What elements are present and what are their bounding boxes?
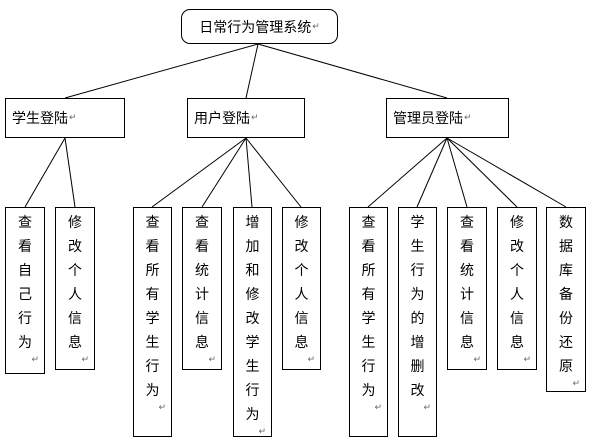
return-mark: ↵ — [473, 355, 481, 365]
connector-line — [245, 137, 253, 208]
leaf-label: 数据库备份还原 — [559, 215, 573, 375]
connector-line — [446, 137, 468, 208]
connector-line — [367, 137, 448, 208]
leaf-user-view-statistics: 查看统计信息 ↵ — [182, 207, 222, 370]
leaf-admin-view-statistics: 查看统计信息 ↵ — [447, 207, 487, 370]
leaf-user-add-edit-behavior: 增加和修改学生行为 ↵ — [233, 207, 272, 437]
return-mark: ↵ — [31, 355, 39, 365]
leaf-label: 修改个人信息 — [294, 215, 309, 351]
connector-line — [446, 137, 518, 208]
connector-line — [201, 137, 247, 208]
root-label: 日常行为管理系统 — [199, 19, 312, 36]
connector-line — [416, 137, 448, 208]
leaf-admin-db-backup-restore: 数据库备份还原 ↵ — [546, 207, 586, 392]
leaf-label: 查看自己行为 — [18, 215, 32, 351]
branch-user-login: 用户登陆↵ — [187, 98, 305, 138]
branch-student-login: 学生登陆↵ — [5, 98, 125, 138]
return-mark: ↵ — [158, 403, 166, 413]
connector-line — [64, 43, 259, 99]
leaf-label: 查看所有学生行为 — [145, 215, 160, 399]
leaf-user-view-all-students: 查看所有学生行为 ↵ — [133, 207, 172, 437]
leaf-user-edit-profile: 修改个人信息 ↵ — [282, 207, 321, 370]
leaf-label: 查看统计信息 — [460, 215, 474, 351]
return-mark: ↵ — [81, 355, 89, 365]
connector-line — [245, 43, 259, 99]
leaf-label: 修改个人信息 — [68, 215, 82, 351]
return-mark: ↵ — [251, 113, 259, 123]
branch-admin-login: 管理员登陆↵ — [386, 98, 509, 138]
leaf-admin-view-all-students: 查看所有学生行为 ↵ — [349, 207, 388, 437]
leaf-label: 增加和修改学生行为 — [245, 215, 260, 423]
leaf-label: 学生行为的增删改 — [410, 215, 425, 399]
return-mark: ↵ — [572, 379, 580, 389]
return-mark: ↵ — [423, 403, 431, 413]
branch-label: 用户登陆 — [194, 111, 250, 127]
connector-line — [151, 137, 247, 208]
leaf-student-edit-profile: 修改个人信息 ↵ — [55, 207, 95, 370]
return-mark: ↵ — [307, 355, 315, 365]
connector-line — [245, 137, 302, 208]
connector-line — [64, 137, 76, 208]
return-mark: ↵ — [208, 355, 216, 365]
return-mark: ↵ — [523, 355, 531, 365]
leaf-student-view-own-behavior: 查看自己行为 ↵ — [5, 207, 45, 374]
connector-line — [257, 43, 448, 99]
leaf-label: 修改个人信息 — [510, 215, 524, 351]
return-mark: ↵ — [374, 403, 382, 413]
return-mark: ↵ — [258, 427, 266, 437]
leaf-admin-edit-profile: 修改个人信息 ↵ — [497, 207, 537, 370]
leaf-label: 查看所有学生行为 — [361, 215, 376, 399]
leaf-admin-crud-behavior: 学生行为的增删改 ↵ — [398, 207, 437, 437]
connector-line — [446, 137, 567, 208]
return-mark: ↵ — [312, 21, 320, 32]
return-mark: ↵ — [69, 113, 77, 123]
connector-line — [24, 137, 66, 208]
return-mark: ↵ — [464, 113, 472, 123]
root-node: 日常行为管理系统↵ — [181, 9, 338, 44]
branch-label: 学生登陆 — [12, 111, 68, 127]
leaf-label: 查看统计信息 — [195, 215, 209, 351]
branch-label: 管理员登陆 — [393, 111, 463, 127]
